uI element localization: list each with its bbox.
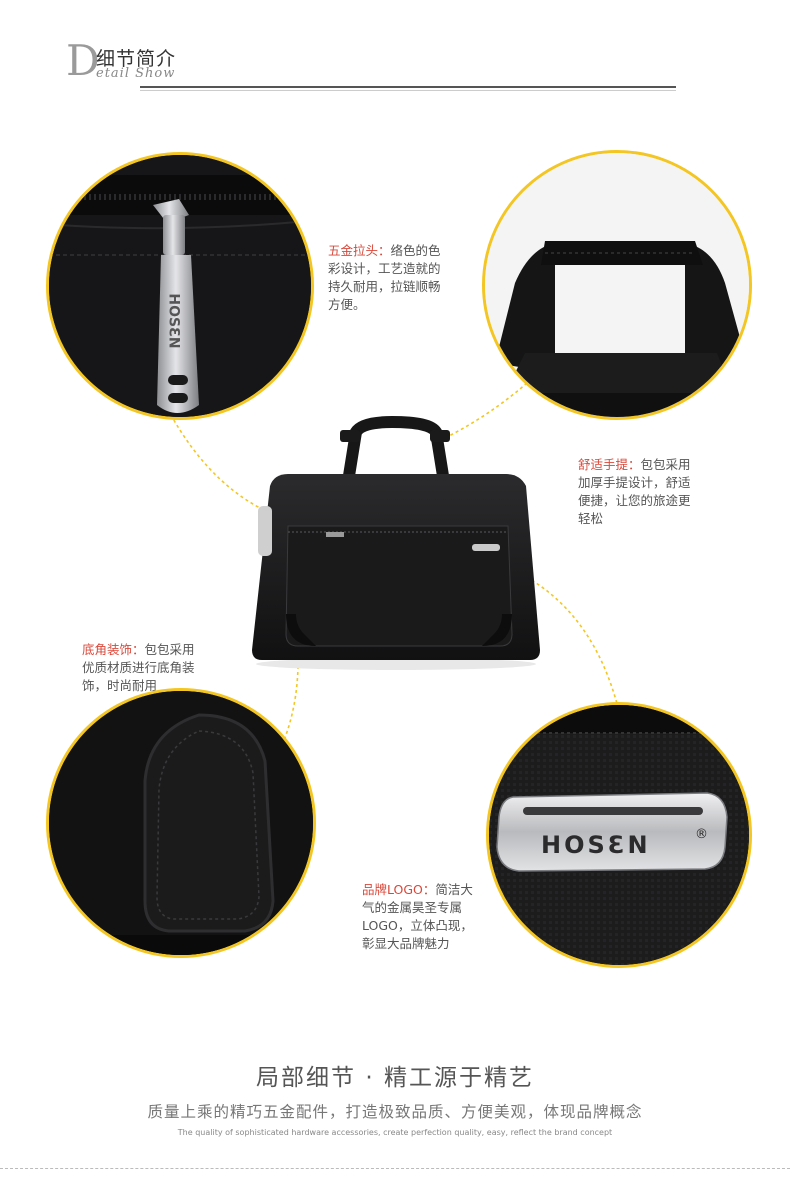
- corner-caption-line: 包包采用: [144, 642, 195, 657]
- logo-caption-line: 气的金属昊圣专属: [362, 900, 463, 915]
- zipper-caption-line: 彩设计，工艺造就的: [328, 261, 441, 276]
- header-title-en: etail Show: [96, 66, 176, 81]
- logo-plate-text: HOSƐN: [541, 831, 651, 859]
- footer-title: 局部细节 · 精工源于精艺: [256, 1065, 534, 1091]
- logo-caption-highlight: 品牌LOGO：: [362, 882, 436, 897]
- header-rule: [140, 86, 676, 88]
- corner-caption: 底角装饰：包包采用 优质材质进行底角装 饰，时尚耐用: [82, 641, 222, 695]
- logo-caption-line: LOGO，立体凸现，: [362, 918, 473, 933]
- handle-photo: [485, 153, 749, 417]
- corner-photo: [49, 691, 313, 955]
- handle-caption: 舒适手提：包包采用 加厚手提设计，舒适 便捷，让您的旅途更 轻松: [578, 456, 718, 528]
- footer-subtitle: 质量上乘的精巧五金配件，打造极致品质、方便美观，体现品牌概念: [147, 1103, 643, 1121]
- handle-caption-line: 加厚手提设计，舒适: [578, 475, 691, 490]
- footer-english-tagline: The quality of sophisticated hardware ac…: [177, 1128, 613, 1137]
- corner-caption-line: 优质材质进行底角装: [82, 660, 195, 675]
- zipper-caption-highlight: 五金拉头：: [328, 243, 391, 258]
- corner-caption-line: 饰，时尚耐用: [82, 678, 158, 693]
- handle-caption-highlight: 舒适手提：: [578, 457, 641, 472]
- zipper-caption-line: 方便。: [328, 297, 366, 312]
- registered-mark: ®: [695, 827, 708, 842]
- handle-caption-line: 轻松: [578, 511, 604, 526]
- zipper-caption-line: 持久耐用，拉链顺畅: [328, 279, 441, 294]
- zipper-caption-line: 络色的色: [390, 243, 441, 258]
- header-rule-light: [140, 90, 676, 91]
- zipper-connector: [156, 387, 269, 513]
- zipper-caption: 五金拉头：络色的色 彩设计，工艺造就的 持久耐用，拉链顺畅 方便。: [328, 242, 468, 314]
- logo-caption-line: 简洁大: [435, 882, 473, 897]
- handle-detail-circle: [482, 150, 752, 420]
- zipper-brand-text: HOSƐN: [166, 293, 183, 349]
- logo-photo: [489, 705, 749, 965]
- corner-caption-highlight: 底角装饰：: [82, 642, 145, 657]
- handle-caption-line: 包包采用: [640, 457, 691, 472]
- header-initial-letter: D: [66, 36, 100, 85]
- logo-caption-line: 彰显大品牌魅力: [362, 936, 450, 951]
- corner-detail-circle: [46, 688, 316, 958]
- zipper-detail-circle: HOSƐN: [46, 152, 314, 420]
- handle-caption-line: 便捷，让您的旅途更: [578, 493, 691, 508]
- footer-divider: [0, 1168, 790, 1169]
- laptop-bag-photo: [252, 415, 540, 670]
- logo-detail-circle: HOSƐN ®: [486, 702, 752, 968]
- logo-caption: 品牌LOGO：简洁大 气的金属昊圣专属 LOGO，立体凸现， 彰显大品牌魅力: [362, 881, 502, 953]
- header-title-cn: 细节简介: [96, 48, 177, 70]
